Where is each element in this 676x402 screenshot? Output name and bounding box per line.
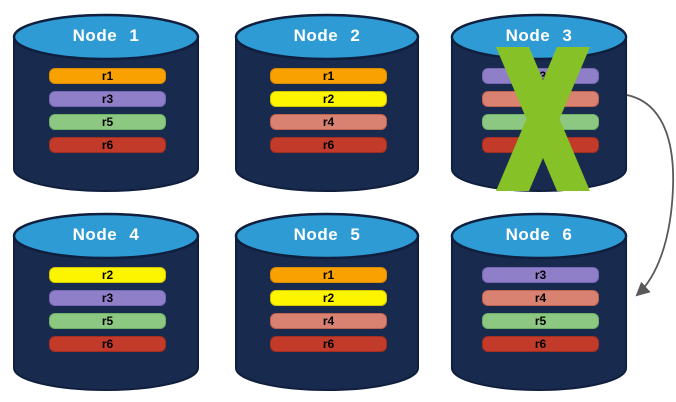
node-3: Node 3 r3 [450,13,628,193]
replica-label: r6 [322,138,335,152]
replica-label: r5 [101,314,114,328]
replica-bar: r1 [270,267,387,283]
node-title: Node 4 [72,225,140,244]
replica-bar: r3 [49,290,166,306]
replica-bar: r2 [270,290,387,306]
replica-label: r1 [322,268,335,282]
replica-label: r2 [322,92,335,106]
replica-label: r3 [101,92,114,106]
replica-label: r4 [534,291,547,305]
failure-x-icon [496,47,590,191]
replica-bar: r3 [49,91,166,107]
replica-label: r2 [101,268,114,282]
replica-bar: r6 [482,336,599,352]
replica-label: r2 [322,291,335,305]
replica-bar: r5 [482,313,599,329]
replica-bar: r5 [49,114,166,130]
replica-bar: r3 [482,267,599,283]
replica-bar: r1 [49,68,166,84]
replica-label: r6 [101,138,114,152]
node-1: Node 1 r1 r3 r5 r6 [12,13,200,193]
replica-label: r6 [534,337,547,351]
replica-label: r4 [322,115,335,129]
replica-bar: r6 [49,137,166,153]
node-title: Node 1 [72,26,140,45]
node-5: Node 5 r1 r2 r4 r6 [234,212,420,392]
node-title: Node 2 [293,26,361,45]
replica-bar: r5 [49,313,166,329]
replica-label: r3 [101,291,114,305]
node-title: Node 6 [505,225,573,244]
replica-bar: r4 [482,290,599,306]
replica-bar: r6 [49,336,166,352]
replica-bar: r6 [270,137,387,153]
replica-label: r5 [534,314,547,328]
replica-bar: r6 [270,336,387,352]
replica-label: r1 [101,69,114,83]
replica-bar: r4 [270,114,387,130]
replica-bar: r4 [270,313,387,329]
node-title: Node 5 [293,225,361,244]
replica-label: r1 [322,69,335,83]
replica-bar: r2 [49,267,166,283]
replica-bar: r2 [270,91,387,107]
replica-label: r5 [101,115,114,129]
replica-label: r4 [322,314,335,328]
replica-bar: r1 [270,68,387,84]
replica-label: r6 [322,337,335,351]
replica-label: r3 [534,268,547,282]
node-2: Node 2 r1 r2 r4 r6 [234,13,420,193]
node-6: Node 6 r3 r4 r5 r6 [450,212,628,392]
replica-label: r6 [101,337,114,351]
node-title: Node 3 [505,26,573,45]
node-4: Node 4 r2 r3 r5 r6 [12,212,200,392]
